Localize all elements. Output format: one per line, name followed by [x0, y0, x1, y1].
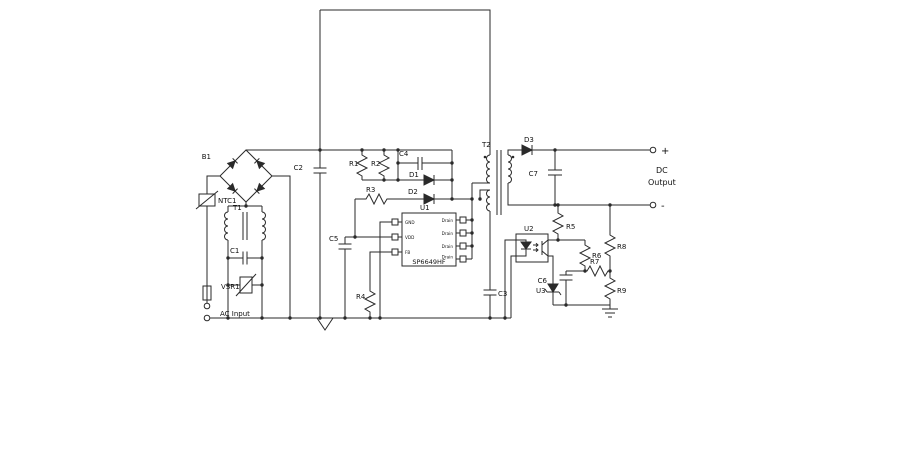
resistor-r4: R4	[356, 285, 377, 318]
dc-output-label-line1: DC	[656, 166, 668, 175]
ic-u1: U1 SP6649HF GND VDD FB Drain Drain Drain…	[391, 204, 467, 267]
plus-sign: +	[661, 146, 669, 157]
u2-label: U2	[524, 225, 534, 233]
resistor-r9: R9	[603, 271, 626, 305]
resistor-r8: R8	[603, 205, 626, 271]
junction-dots	[226, 148, 612, 320]
d3-label: D3	[524, 136, 534, 144]
u1-pin-drain-3: Drain	[442, 244, 454, 249]
dc-plus-terminal	[649, 146, 657, 154]
t1-label: T1	[232, 204, 242, 212]
dc-minus-terminal	[649, 201, 657, 209]
u1-pin-drain-2: Drain	[442, 231, 454, 236]
ac-input-terminals: AC Input	[203, 302, 250, 322]
fuse	[202, 285, 212, 301]
resistor-r7: R7	[585, 258, 610, 278]
t2-polarity-dot-secondary	[511, 155, 515, 159]
primary-ground-symbol	[316, 317, 334, 331]
capacitor-c1: C1	[230, 247, 248, 265]
shunt-regulator-u3: U3	[536, 283, 562, 296]
optocoupler-u2: U2	[515, 225, 549, 263]
capacitor-c3: C3	[483, 289, 507, 298]
resistor-r5: R5	[551, 205, 575, 240]
c2-label: C2	[294, 164, 303, 172]
r7-label: R7	[590, 258, 599, 266]
ac-terminal-2	[203, 314, 211, 322]
diode-d3: D3	[521, 136, 534, 156]
resistor-r2: R2	[371, 150, 391, 180]
u1-pad-drain-1	[459, 216, 467, 224]
diode-d2: D2	[408, 188, 436, 205]
u1-pad-drain-2	[459, 229, 467, 237]
c6-label: C6	[538, 277, 548, 285]
capacitor-c7: C7	[529, 169, 562, 178]
r1-label: R1	[349, 160, 358, 168]
ac-terminal-1	[203, 302, 211, 310]
d2-label: D2	[408, 188, 418, 196]
u1-pin-gnd: GND	[405, 220, 415, 225]
u1-part-number: SP6649HF	[412, 258, 445, 266]
r6-label: R6	[592, 252, 602, 260]
u1-pad-fb	[391, 248, 399, 256]
u1-pin-fb: FB	[405, 250, 410, 255]
secondary-ground-symbol	[602, 308, 618, 318]
c4-label: C4	[399, 150, 409, 158]
ntc1-label: NTC1	[218, 197, 236, 205]
d1-label: D1	[409, 171, 419, 179]
resistor-r3: R3	[362, 186, 393, 206]
choke-t1: T1	[224, 204, 266, 241]
c3-label: C3	[498, 290, 507, 298]
dc-output: + - DC Output	[648, 146, 676, 212]
minus-sign: -	[661, 201, 665, 212]
b1-label: B1	[202, 153, 211, 161]
r3-label: R3	[366, 186, 375, 194]
u1-pin-drain-4: Drain	[442, 255, 454, 260]
dc-output-label-line2: Output	[648, 178, 676, 187]
transformer-t2: T2	[481, 141, 515, 215]
r5-label: R5	[566, 223, 575, 231]
t2-polarity-dot-primary	[483, 155, 487, 159]
u1-pad-gnd	[391, 218, 399, 226]
capacitor-c4: C4	[399, 150, 423, 170]
t2-label: T2	[481, 141, 491, 149]
u1-pad-drain-4	[459, 255, 467, 263]
r2-label: R2	[371, 160, 380, 168]
varistor-vsr1: VSR1	[221, 273, 257, 297]
u1-label: U1	[420, 204, 430, 212]
vsr1-label: VSR1	[221, 283, 240, 291]
c7-label: C7	[529, 170, 538, 178]
ac-input-label: AC Input	[220, 310, 250, 318]
r9-label: R9	[617, 287, 626, 295]
thermistor-ntc1: NTC1	[195, 190, 236, 210]
r8-label: R8	[617, 243, 626, 251]
diode-d1: D1	[409, 171, 436, 186]
r4-label: R4	[356, 293, 366, 301]
u3-label: U3	[536, 287, 546, 295]
c1-label: C1	[230, 247, 239, 255]
bridge-rectifier-b1: B1	[202, 149, 273, 203]
resistor-r6: R6	[578, 240, 602, 271]
u1-pad-drain-3	[459, 242, 467, 250]
c5-label: C5	[329, 235, 338, 243]
capacitor-c5: C5	[329, 235, 352, 250]
u1-pin-vdd: VDD	[405, 235, 414, 240]
resistor-r1: R1	[349, 150, 369, 180]
capacitor-c6: C6	[538, 274, 573, 285]
u1-body	[401, 212, 457, 267]
u1-pin-drain-1: Drain	[442, 218, 454, 223]
capacitor-c2: C2	[294, 164, 327, 174]
u2-body	[515, 233, 549, 263]
u1-pad-vdd	[391, 233, 399, 241]
